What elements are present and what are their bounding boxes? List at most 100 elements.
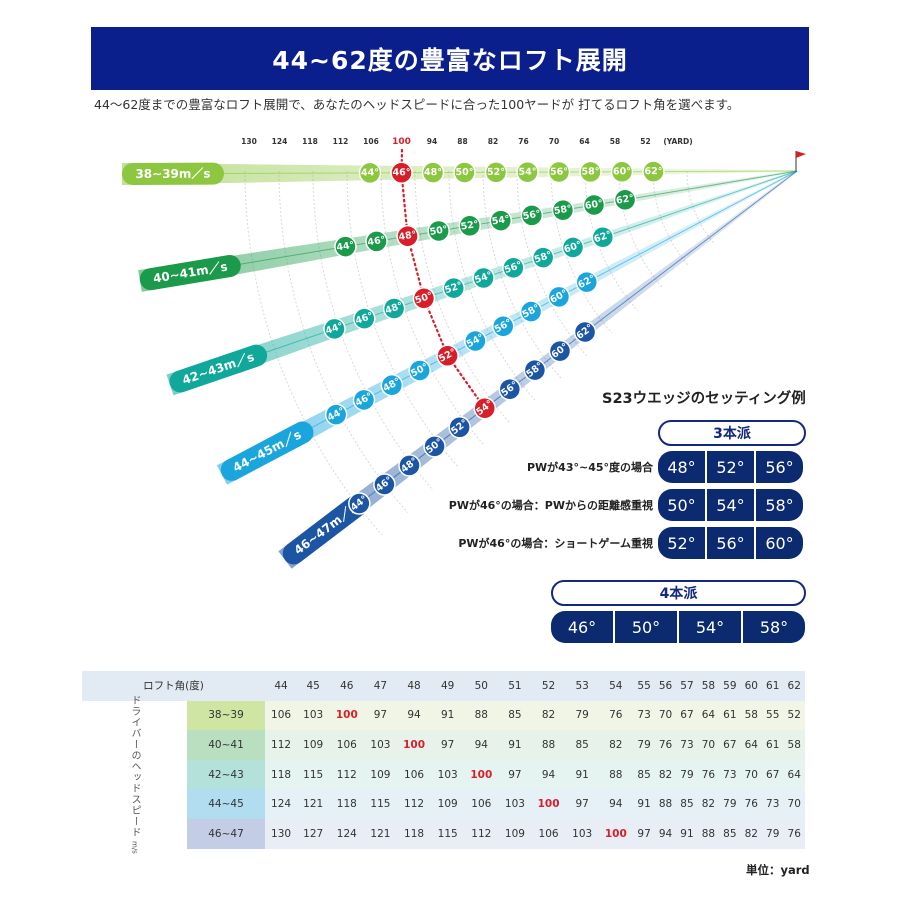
distance-cell: 55 xyxy=(762,700,784,731)
loft-circle xyxy=(442,276,465,300)
loft-circle xyxy=(548,339,572,363)
loft-circle xyxy=(582,193,606,217)
speed-row-header: 46~47 xyxy=(187,818,265,849)
loft-circle xyxy=(516,160,539,184)
setting-loft-cell: 58° xyxy=(756,489,803,521)
distance-arc xyxy=(550,170,613,334)
distance-cell: 91 xyxy=(498,730,531,760)
loft-label: 52° xyxy=(460,219,480,233)
distance-cell: 58 xyxy=(783,730,805,760)
loft-circle xyxy=(492,315,515,338)
distance-cell: 121 xyxy=(364,818,397,849)
loft-column-header: 48 xyxy=(396,671,432,701)
distance-cell: 97 xyxy=(633,818,655,849)
loft-label: 62° xyxy=(593,229,614,245)
distance-cell: 67 xyxy=(719,730,741,760)
table-corner-header: ロフト角(度) xyxy=(82,671,265,701)
setting-loft-cell: 52° xyxy=(707,451,754,483)
loft-label: 62° xyxy=(615,193,635,207)
distance-cell: 85 xyxy=(676,789,698,819)
distance-cell: 88 xyxy=(463,700,499,731)
loft-circle xyxy=(561,236,585,259)
distance-cell: 94 xyxy=(598,789,634,819)
loft-label: 56° xyxy=(522,208,542,222)
distance-cell: 64 xyxy=(740,730,762,760)
speed-label: 38~39m／s xyxy=(135,166,210,181)
loft-label: 58° xyxy=(533,250,554,266)
distance-cell: 106 xyxy=(531,818,567,849)
speed-pill xyxy=(169,344,268,393)
loft-circle xyxy=(472,266,495,290)
distance-cell: 88 xyxy=(531,730,567,760)
loft-column-header: 47 xyxy=(364,671,397,701)
setting-row-label: PWが46°の場合：ショートゲーム重視 xyxy=(458,537,653,550)
loft-circle-highlight xyxy=(473,396,496,420)
distance-arcs xyxy=(244,170,715,536)
loft-circle xyxy=(373,473,396,496)
loft-circle xyxy=(519,300,543,323)
distance-cell: 94 xyxy=(396,700,432,731)
distance-cell: 94 xyxy=(463,730,499,760)
distance-cell: 79 xyxy=(719,789,741,819)
loft-circle xyxy=(573,320,597,344)
distance-cell: 109 xyxy=(431,789,464,819)
loft-column-header: 52 xyxy=(531,671,567,701)
loft-circle xyxy=(551,198,575,222)
distance-cell: 82 xyxy=(697,789,720,819)
loft-circle xyxy=(382,297,406,320)
side-unit: m/s xyxy=(130,841,139,854)
loft-circle xyxy=(352,388,376,412)
loft-circle xyxy=(334,235,357,258)
yard-label: 82 xyxy=(488,137,498,146)
distance-cell: 115 xyxy=(297,759,330,790)
distance-cell: 112 xyxy=(463,818,499,849)
distance-cell: 73 xyxy=(762,789,784,819)
yard-label: 58 xyxy=(610,137,620,146)
loft-circle xyxy=(613,188,637,212)
loft-circle xyxy=(489,209,513,232)
four-club-loft-cell: 46° xyxy=(551,611,613,643)
banner-title: 44~62度の豊富なロフト展開 xyxy=(272,45,628,75)
speed-row-header: 38~39 xyxy=(187,700,265,731)
distance-cell: 94 xyxy=(531,759,567,790)
loft-column-header: 46 xyxy=(329,671,365,701)
setting-loft-cell: 56° xyxy=(707,527,754,559)
distance-cell: 52 xyxy=(783,700,805,731)
distance-cell: 73 xyxy=(676,730,698,760)
distance-cell: 115 xyxy=(431,818,464,849)
page-subtitle: 44～62度までの豊富なロフト展開で、あなたのヘッドスピードに合った100ヤード… xyxy=(94,97,740,112)
loft-circle-highlight xyxy=(396,224,419,248)
distance-cell: 106 xyxy=(396,759,432,790)
distance-cell: 109 xyxy=(498,818,531,849)
loft-circle xyxy=(610,160,634,184)
distance-cell: 88 xyxy=(598,759,634,790)
distance-cell: 94 xyxy=(654,818,677,849)
distance-cell: 82 xyxy=(531,700,567,731)
yard-label: 76 xyxy=(518,137,528,146)
loft-column-header: 62 xyxy=(783,671,805,701)
loft-circle-highlight xyxy=(436,344,459,367)
loft-circle xyxy=(421,161,445,184)
speed-pill xyxy=(121,162,224,185)
loft-label: 50° xyxy=(414,290,435,306)
distance-cell: 70 xyxy=(740,759,762,790)
distance-cell: 112 xyxy=(265,730,298,760)
loft-circle xyxy=(423,435,446,458)
distance-cell: 70 xyxy=(654,700,677,731)
distance-cell: 118 xyxy=(329,789,365,819)
yard-label: 64 xyxy=(579,137,589,146)
yard-label: 124 xyxy=(272,137,288,146)
speed-pill xyxy=(282,493,369,565)
distance-cell: 91 xyxy=(566,759,599,790)
loft-circle xyxy=(547,285,571,309)
distance-arc xyxy=(312,170,434,491)
loft-circle-highlight xyxy=(390,161,413,185)
loft-circle xyxy=(502,256,525,280)
loft-circle xyxy=(575,270,599,294)
loft-column-header: 58 xyxy=(697,671,720,701)
distance-cell: 76 xyxy=(598,700,634,731)
